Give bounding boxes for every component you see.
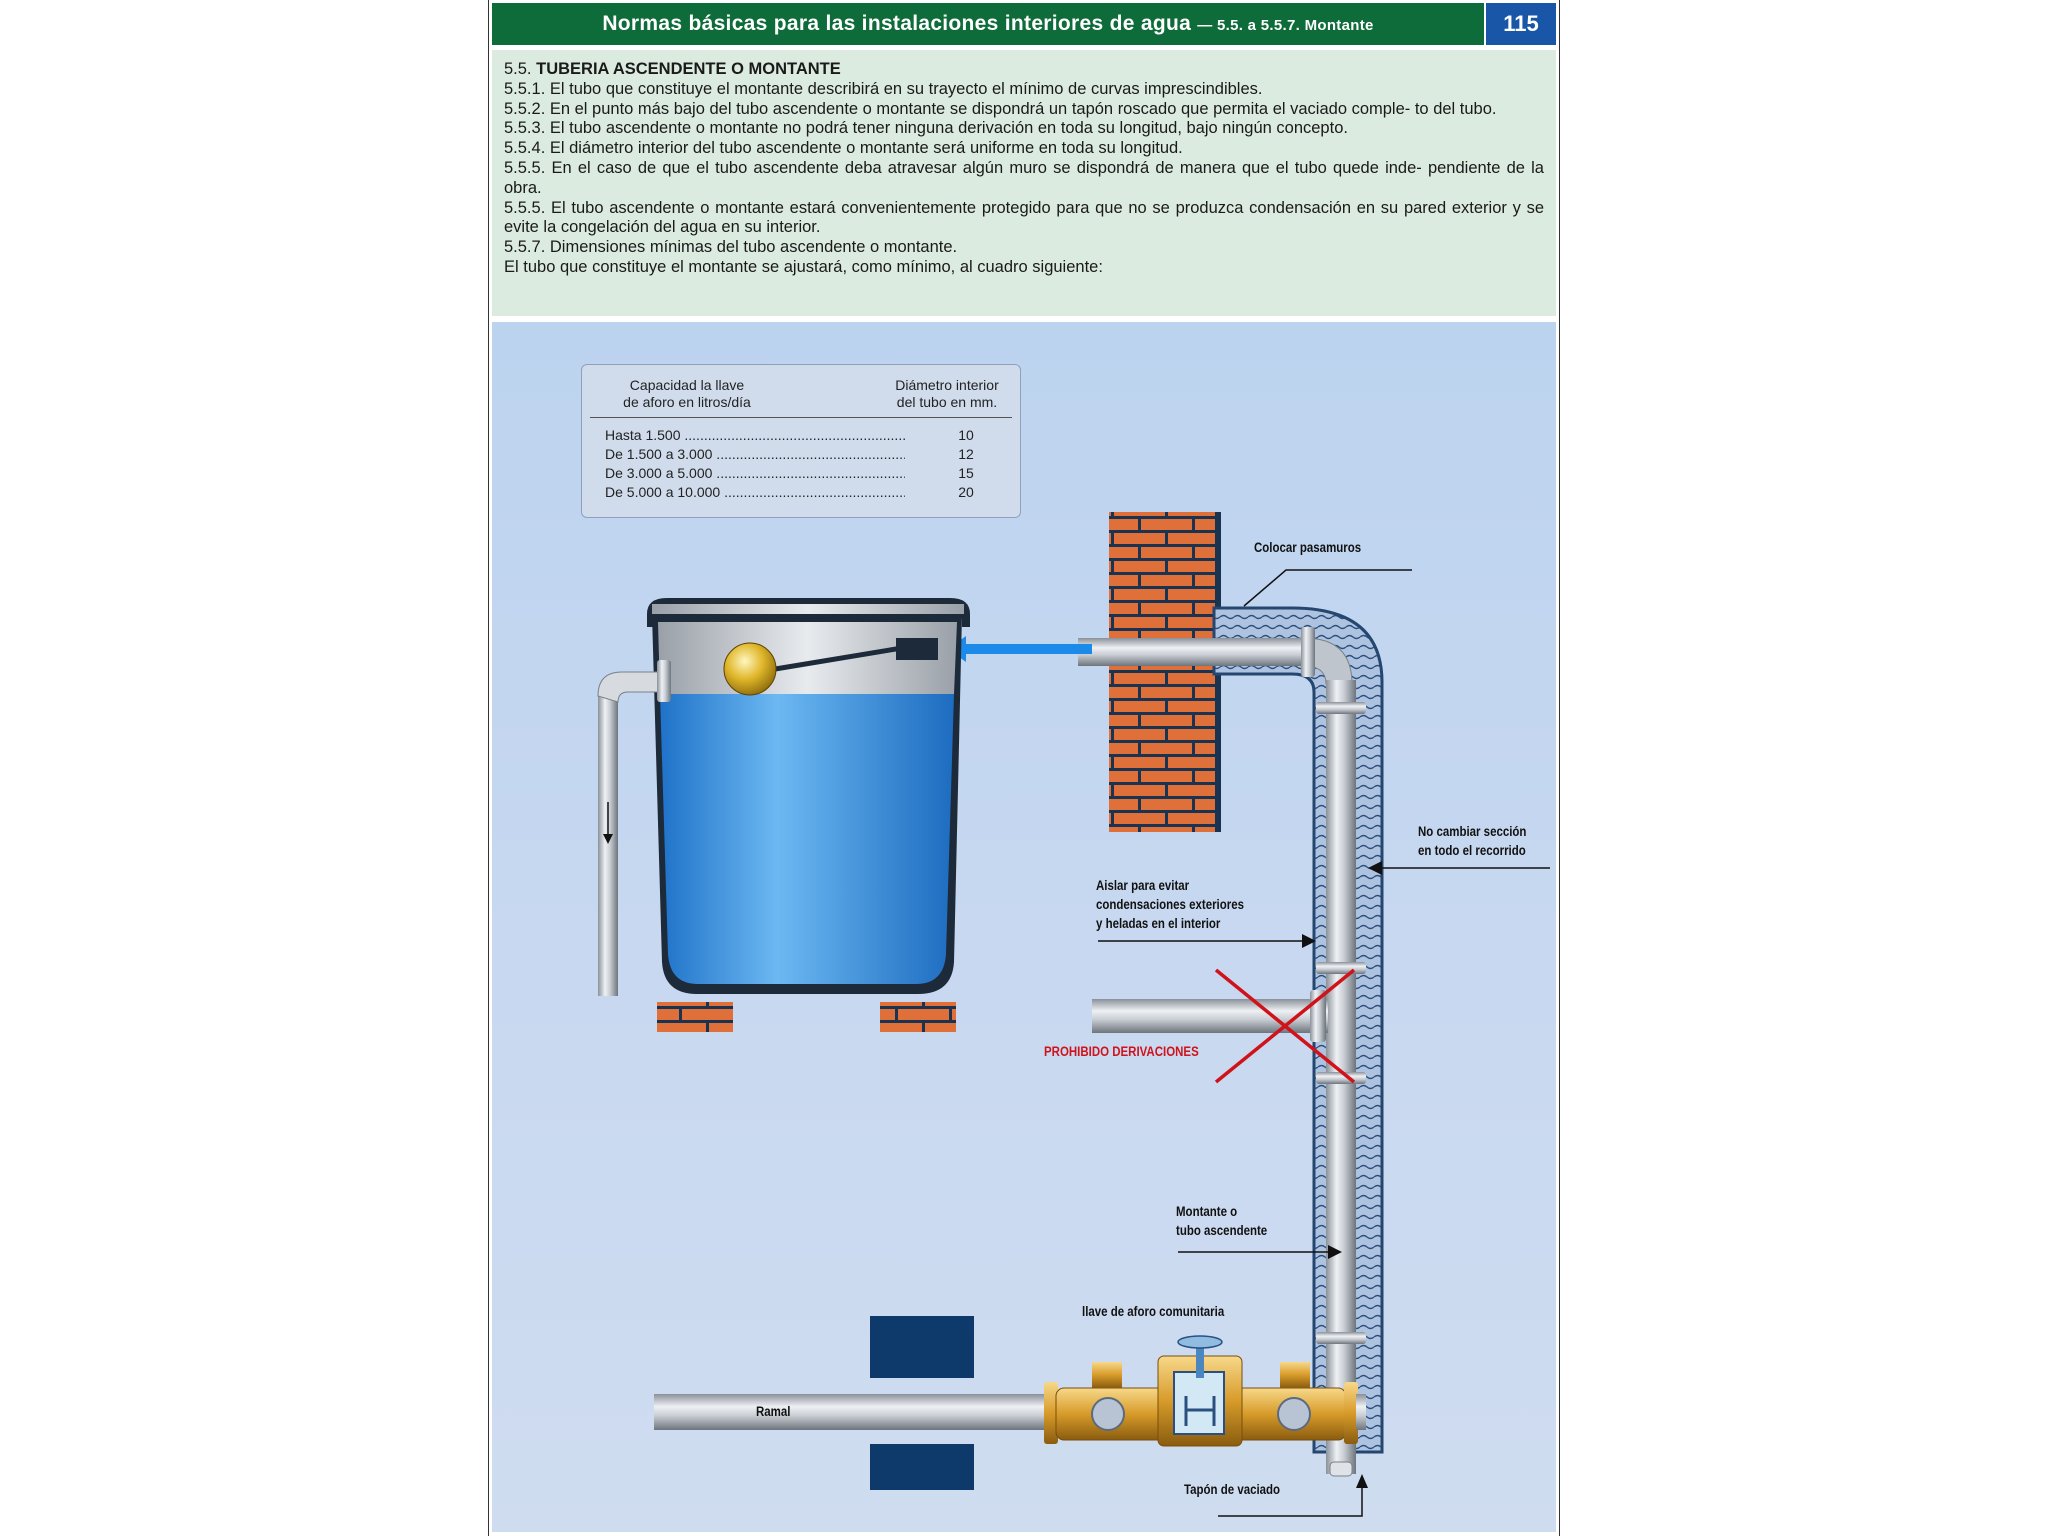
col-header-capacity: Capacidad la llave de aforo en litros/dí… — [592, 377, 782, 411]
header-title: Normas básicas para las instalaciones in… — [492, 3, 1484, 45]
prohibited-branch — [1092, 968, 1356, 1084]
row-diameter: 15 — [958, 465, 974, 481]
paragraph: 5.5.5. El tubo ascendente o montante est… — [504, 198, 1544, 237]
label-line: Aislar para evitar — [1096, 878, 1190, 893]
label-aislar: Aislar para evitar condensaciones exteri… — [1096, 876, 1244, 933]
text-body: 5.5. TUBERIA ASCENDENTE O MONTANTE 5.5.1… — [504, 60, 1544, 278]
header-bar: Normas básicas para las instalaciones in… — [492, 3, 1556, 45]
water-tank — [647, 598, 970, 1032]
flow-arrow — [948, 636, 1092, 662]
table-row: Hasta 1.500 10 — [605, 427, 1005, 446]
label-line: en todo el recorrido — [1418, 843, 1526, 858]
table-rule — [590, 417, 1012, 418]
dimensions-table: Capacidad la llave de aforo en litros/dí… — [581, 364, 1021, 518]
leader-lines — [1098, 569, 1550, 1517]
title-subtitle: — 5.5. a 5.5.7. Montante — [1197, 17, 1374, 34]
paragraph: El tubo que constituye el montante se aj… — [504, 257, 1103, 276]
row-range: Hasta 1.500 — [605, 427, 905, 443]
row-diameter: 10 — [958, 427, 974, 443]
table-row: De 5.000 a 10.000 20 — [605, 484, 1005, 503]
label-line: Montante o — [1176, 1204, 1238, 1219]
ramal-pipe — [654, 1316, 1046, 1490]
col-header-line: del tubo en mm. — [896, 394, 998, 410]
table-row: De 1.500 a 3.000 12 — [605, 446, 1005, 465]
label-llave-aforo: llave de aforo comunitaria — [1082, 1304, 1225, 1319]
col-header-line: Diámetro interior — [895, 377, 999, 393]
row-range: De 5.000 a 10.000 — [605, 484, 905, 500]
label-no-cambiar: No cambiar sección en todo el recorrido — [1418, 822, 1526, 860]
brick-wall — [1109, 512, 1221, 832]
page-number: 115 — [1484, 3, 1556, 45]
page: Normas básicas para las instalaciones in… — [488, 0, 1560, 1536]
water-meter-valve — [1044, 1335, 1366, 1447]
overflow-pipe — [597, 660, 671, 996]
row-diameter: 20 — [958, 484, 974, 500]
paragraph: 5.5.7. Dimensiones mínimas del tubo asce… — [504, 238, 958, 257]
label-ramal: Ramal — [756, 1404, 791, 1419]
label-line: condensaciones exteriores — [1096, 897, 1244, 912]
label-line: No cambiar sección — [1418, 824, 1527, 839]
paragraph: 5.5.5. En el caso de que el tubo ascende… — [504, 158, 1544, 197]
label-montante: Montante o tubo ascendente — [1176, 1202, 1267, 1240]
text-section: 5.5. TUBERIA ASCENDENTE O MONTANTE 5.5.1… — [492, 50, 1556, 316]
installation-diagram: Capacidad la llave de aforo en litros/dí… — [492, 322, 1556, 1532]
col-header-line: Capacidad la llave — [629, 377, 745, 393]
supply-pipe — [1078, 627, 1366, 1477]
paragraph: 5.5.1. El tubo que constituye el montant… — [504, 79, 1263, 98]
label-pasamuros: Colocar pasamuros — [1254, 540, 1362, 555]
label-prohibido: PROHIBIDO DERIVACIONES — [1044, 1044, 1199, 1059]
heading-number: 5.5. — [504, 60, 532, 78]
heading-text: TUBERIA ASCENDENTE O MONTANTE — [536, 60, 841, 78]
label-line: y heladas en el interior — [1096, 916, 1221, 931]
paragraph: 5.5.4. El diámetro interior del tubo asc… — [504, 139, 1183, 158]
table-row: De 3.000 a 5.000 15 — [605, 465, 1005, 484]
row-range: De 3.000 a 5.000 — [605, 465, 905, 481]
section-heading: 5.5. TUBERIA ASCENDENTE O MONTANTE — [504, 60, 1544, 80]
row-range: De 1.500 a 3.000 — [605, 446, 905, 462]
label-tapon: Tapón de vaciado — [1184, 1482, 1281, 1497]
col-header-diameter: Diámetro interior del tubo en mm. — [882, 377, 1012, 411]
label-line: tubo ascendente — [1176, 1223, 1268, 1238]
paragraph: 5.5.3. El tubo ascendente o montante no … — [504, 119, 1348, 138]
paragraph: 5.5.2. En el punto más bajo del tubo asc… — [504, 99, 1497, 118]
col-header-line: de aforo en litros/día — [623, 394, 751, 410]
diagram-illustration — [597, 512, 1550, 1517]
title-main: Normas básicas para las instalaciones in… — [602, 12, 1192, 35]
row-diameter: 12 — [958, 446, 974, 462]
